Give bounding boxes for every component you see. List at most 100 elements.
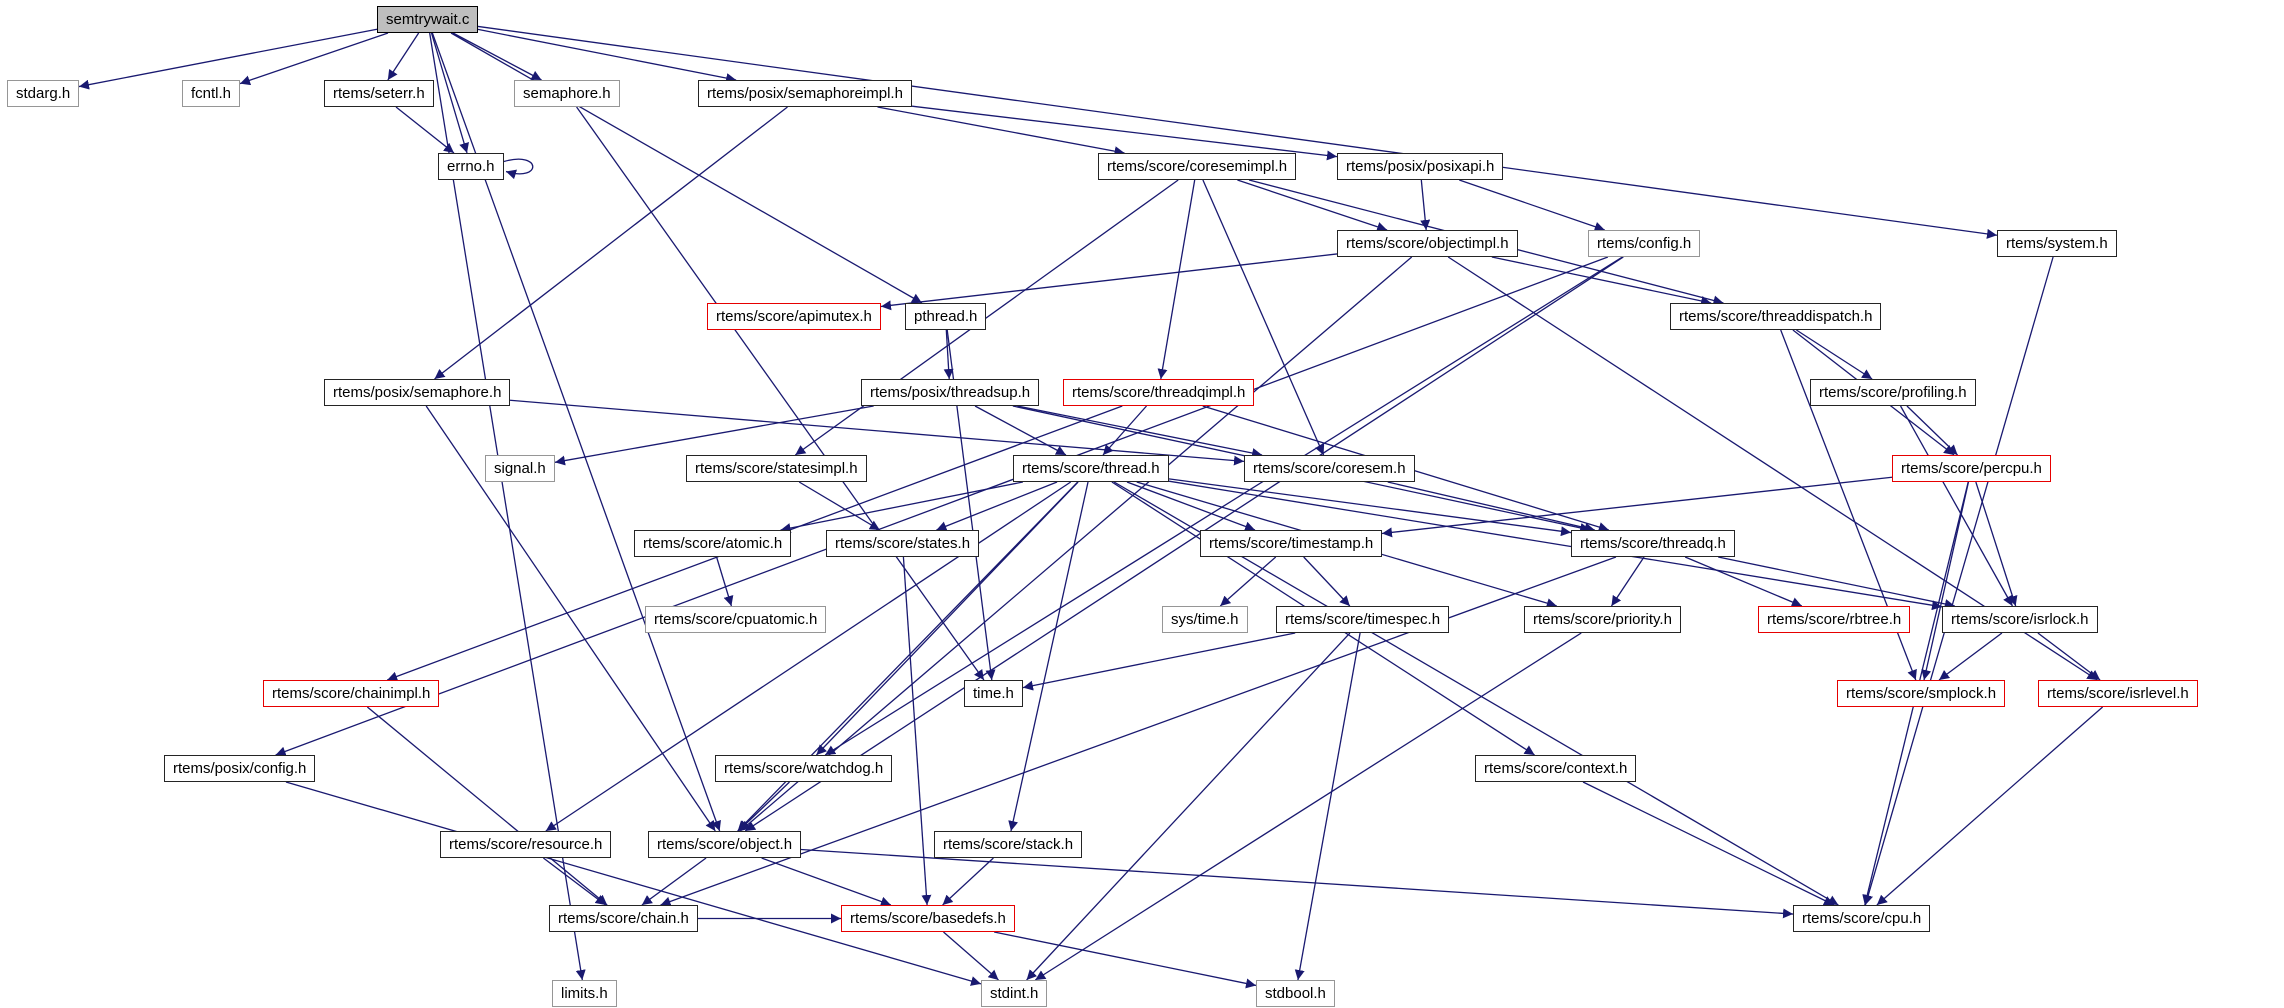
- graph-node-chainimpl-h[interactable]: rtems/score/chainimpl.h: [263, 680, 440, 707]
- include-edge: [1387, 481, 1595, 533]
- graph-node-chain-h[interactable]: rtems/score/chain.h: [549, 905, 698, 932]
- include-edge: [641, 857, 707, 906]
- include-edge: [974, 405, 1067, 456]
- include-edge: [366, 706, 608, 906]
- graph-node-profiling-h[interactable]: rtems/score/profiling.h: [1810, 379, 1976, 406]
- graph-node-timestamp-h[interactable]: rtems/score/timestamp.h: [1200, 530, 1383, 557]
- graph-node-seterr-h[interactable]: rtems/seterr.h: [324, 80, 434, 107]
- graph-node-config-h: rtems/config.h: [1588, 230, 1701, 257]
- graph-node-signal-h: signal.h: [485, 455, 555, 482]
- include-edge: [1102, 405, 1147, 456]
- include-edge: [1796, 329, 1873, 380]
- graph-node-system-h[interactable]: rtems/system.h: [1997, 230, 2117, 257]
- include-edge: [1237, 179, 1388, 232]
- graph-node-context-h[interactable]: rtems/score/context.h: [1475, 755, 1637, 782]
- include-edge: [2037, 632, 2101, 681]
- include-edge: [1610, 556, 1645, 607]
- include-edge: [800, 848, 1794, 919]
- include-edge: [1491, 256, 1712, 306]
- include-edge: [943, 931, 999, 981]
- graph-node-coresemimpl-h[interactable]: rtems/score/coresemimpl.h: [1098, 153, 1297, 180]
- include-edge: [477, 28, 737, 83]
- include-edge: [761, 857, 892, 907]
- include-edge: [545, 481, 1072, 832]
- include-edge: [798, 481, 881, 531]
- include-edge: [434, 106, 788, 380]
- include-edge: [430, 32, 469, 154]
- include-edge: [815, 481, 1079, 756]
- include-edge: [1459, 179, 1605, 232]
- include-edge: [387, 32, 420, 81]
- graph-node-percpu-h[interactable]: rtems/score/percpu.h: [1892, 455, 2051, 482]
- include-edge: [744, 256, 1624, 832]
- include-edge: [739, 256, 1413, 832]
- include-edge: [1219, 556, 1277, 607]
- graph-node-threaddispatch-h[interactable]: rtems/score/threaddispatch.h: [1670, 303, 1882, 330]
- graph-node-rbtree-h[interactable]: rtems/score/rbtree.h: [1758, 606, 1911, 633]
- graph-node-priority-h[interactable]: rtems/score/priority.h: [1524, 606, 1681, 633]
- include-edge: [1168, 478, 1572, 537]
- graph-node-fcntl-h: fcntl.h: [182, 80, 241, 107]
- include-edge: [880, 253, 1338, 311]
- include-edge: [275, 256, 1609, 757]
- graph-node-coresem-h[interactable]: rtems/score/coresem.h: [1244, 455, 1415, 482]
- include-edge: [902, 556, 932, 906]
- graph-node-watchdog-h[interactable]: rtems/score/watchdog.h: [715, 755, 893, 782]
- graph-node-stack-h[interactable]: rtems/score/stack.h: [934, 831, 1083, 858]
- graph-node-object-h[interactable]: rtems/score/object.h: [648, 831, 802, 858]
- include-edge: [452, 32, 542, 81]
- graph-node-posix-semaphoreimpl-h[interactable]: rtems/posix/semaphoreimpl.h: [698, 80, 912, 107]
- graph-node-apimutex-h[interactable]: rtems/score/apimutex.h: [707, 303, 881, 330]
- graph-node-sys-time-h: sys/time.h: [1162, 606, 1248, 633]
- include-edge: [1420, 179, 1431, 231]
- graph-node-objectimpl-h[interactable]: rtems/score/objectimpl.h: [1337, 230, 1518, 257]
- include-edge: [239, 32, 389, 86]
- graph-node-basedefs-h[interactable]: rtems/score/basedefs.h: [841, 905, 1015, 932]
- graph-node-resource-h[interactable]: rtems/score/resource.h: [440, 831, 612, 858]
- include-edge: [1582, 781, 1835, 906]
- graph-node-isrlevel-h[interactable]: rtems/score/isrlevel.h: [2038, 680, 2198, 707]
- include-edge: [1921, 481, 1970, 681]
- graph-node-pthread-h[interactable]: pthread.h: [905, 303, 987, 330]
- graph-node-smplock-h[interactable]: rtems/score/smplock.h: [1837, 680, 2006, 707]
- graph-node-posix-config-h[interactable]: rtems/posix/config.h: [164, 755, 316, 782]
- include-edge: [738, 781, 790, 832]
- graph-node-posix-semaphore-h[interactable]: rtems/posix/semaphore.h: [324, 379, 511, 406]
- graph-node-isrlock-h[interactable]: rtems/score/isrlock.h: [1942, 606, 2098, 633]
- graph-node-posixapi-h[interactable]: rtems/posix/posixapi.h: [1337, 153, 1504, 180]
- graph-node-states-h[interactable]: rtems/score/states.h: [826, 530, 980, 557]
- graph-node-limits-h: limits.h: [552, 980, 617, 1007]
- graph-node-threadsup-h[interactable]: rtems/posix/threadsup.h: [861, 379, 1040, 406]
- include-edge: [395, 106, 455, 154]
- include-edge: [936, 481, 1058, 531]
- include-edge: [780, 481, 1023, 533]
- include-edge: [943, 329, 954, 380]
- graph-node-threadq-h[interactable]: rtems/score/threadq.h: [1571, 530, 1735, 557]
- graph-node-statesimpl-h[interactable]: rtems/score/statesimpl.h: [686, 455, 867, 482]
- graph-node-errno-h[interactable]: errno.h: [438, 153, 504, 180]
- graph-node-cpuatomic-h: rtems/score/cpuatomic.h: [645, 606, 827, 633]
- include-edge: [1034, 632, 1582, 981]
- graph-node-timespec-h[interactable]: rtems/score/timespec.h: [1276, 606, 1450, 633]
- graph-node-time-h[interactable]: time.h: [964, 680, 1023, 707]
- include-edge: [1975, 481, 2018, 607]
- include-edge: [1294, 632, 1361, 981]
- include-edge: [1026, 632, 1351, 981]
- include-edge: [576, 106, 985, 681]
- include-edge: [1684, 556, 1803, 607]
- graph-node-stdarg-h: stdarg.h: [7, 80, 80, 107]
- include-edge: [1863, 256, 2054, 906]
- include-edge: [824, 256, 1623, 756]
- graph-node-stdint-h: stdint.h: [981, 980, 1048, 1007]
- include-edge: [942, 857, 994, 906]
- graph-node-atomic-h[interactable]: rtems/score/atomic.h: [634, 530, 792, 557]
- graph-node-thread-h[interactable]: rtems/score/thread.h: [1013, 455, 1169, 482]
- include-edge: [1899, 405, 2014, 607]
- include-edge: [715, 556, 734, 607]
- include-edge: [425, 405, 716, 832]
- graph-node-cpu-h[interactable]: rtems/score/cpu.h: [1793, 905, 1931, 932]
- graph-node-threadqimpl-h[interactable]: rtems/score/threadqimpl.h: [1063, 379, 1255, 406]
- graph-node-semaphore-h: semaphore.h: [514, 80, 620, 107]
